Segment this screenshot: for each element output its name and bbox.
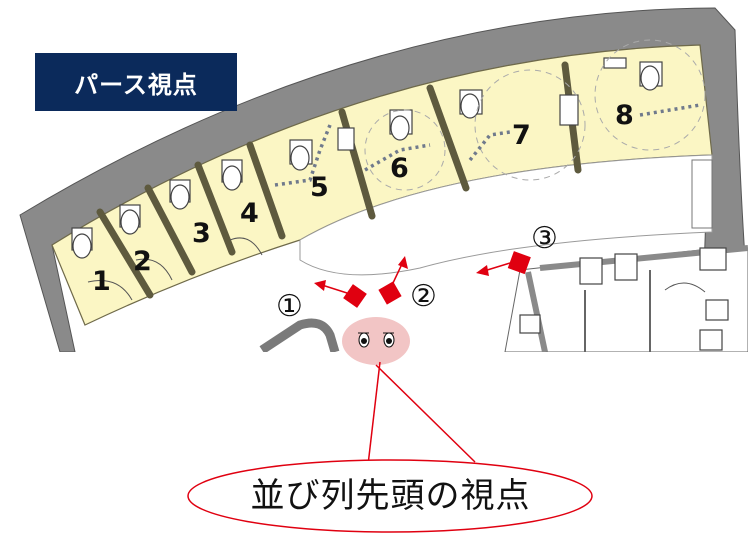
stall-number: 6	[390, 153, 409, 184]
viewpoint-label-2: ②	[410, 279, 437, 314]
door-swings	[87, 237, 263, 301]
stall-number: 5	[310, 172, 329, 203]
arrow-icon	[314, 280, 326, 291]
stall-number: 3	[192, 218, 211, 249]
corridor-counter	[691, 159, 713, 229]
callout-label: 並び列先頭の視点	[250, 476, 531, 516]
stall-number: 4	[240, 198, 259, 229]
corridor	[299, 154, 713, 276]
bench	[259, 318, 340, 352]
stall-numbers: 1 2 3 4 5 6 7 8	[92, 100, 634, 297]
viewpoint-label-1: ①	[276, 289, 303, 324]
camera-marker-3	[507, 251, 531, 275]
stall-number: 2	[133, 246, 152, 277]
arrow-icon	[398, 256, 408, 269]
side-washroom	[504, 245, 748, 352]
view-badge: パース視点	[35, 53, 237, 111]
viewer-eyes-icon	[342, 317, 410, 365]
stall-number: 7	[512, 120, 531, 151]
stall-number: 8	[615, 100, 634, 131]
callout-bubble	[187, 459, 593, 533]
camera-markers	[314, 251, 531, 308]
accessible-route	[274, 103, 701, 187]
turning-circles	[364, 39, 706, 191]
viewpoint-label-3: ③	[531, 221, 558, 256]
stall-number: 1	[92, 266, 111, 297]
camera-marker-2	[378, 281, 402, 305]
toilet-fixtures	[71, 57, 663, 259]
arrow-icon	[476, 265, 489, 276]
callout-pointer	[367, 361, 476, 466]
camera-marker-1	[343, 284, 367, 308]
